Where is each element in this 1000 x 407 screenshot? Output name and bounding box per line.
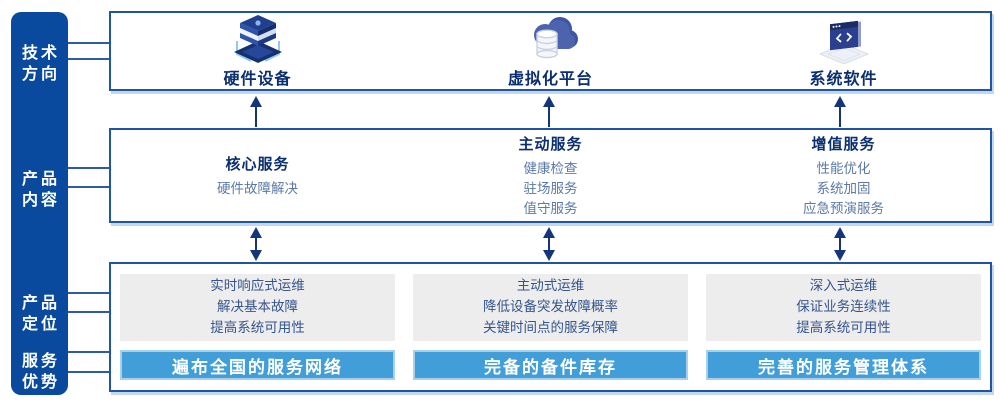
connector-line xyxy=(68,292,109,294)
positioning-panel: 实时响应式运维 解决基本故障 提高系统可用性 xyxy=(120,274,395,341)
positioning-column-indepth: 深入式运维 保证业务连续性 提高系统可用性 完善的服务管理体系 xyxy=(706,274,981,380)
rail-label-line: 内容 xyxy=(21,190,60,209)
connector-line xyxy=(68,58,109,60)
positioning-line: 解决基本故障 xyxy=(217,299,298,315)
up-arrow xyxy=(249,96,263,127)
connector-line xyxy=(68,42,109,44)
service-column-header: 增值服务 xyxy=(811,134,876,153)
service-item: 值守服务 xyxy=(523,200,578,217)
rail-label-line: 方向 xyxy=(21,64,60,83)
tech-item-label: 系统软件 xyxy=(809,68,878,88)
service-column-header: 主动服务 xyxy=(518,134,583,153)
rail-label-line: 优势 xyxy=(21,372,60,391)
tech-item-label: 虚拟化平台 xyxy=(507,68,593,88)
positioning-line: 关键时间点的服务保障 xyxy=(483,320,618,336)
positioning-panel: 主动式运维 降低设备突发故障概率 关键时间点的服务保障 xyxy=(413,274,688,341)
service-column-value-added: 增值服务 性能优化 系统加固 应急预演服务 xyxy=(697,130,990,221)
connector-line xyxy=(68,186,109,188)
rail-label-line: 技术 xyxy=(21,43,60,62)
service-item: 驻场服务 xyxy=(523,180,578,197)
code-window-icon xyxy=(818,20,869,64)
positioning-line: 降低设备突发故障概率 xyxy=(483,299,618,315)
connector-line xyxy=(68,371,109,373)
positioning-column-realtime: 实时响应式运维 解决基本故障 提高系统可用性 遍布全国的服务网络 xyxy=(120,274,395,380)
connector-line xyxy=(68,167,109,169)
double-arrow xyxy=(833,227,847,261)
positioning-line: 提高系统可用性 xyxy=(796,320,891,336)
rail-label-line: 定位 xyxy=(21,314,60,333)
service-column-header: 核心服务 xyxy=(225,154,290,173)
service-column-core: 核心服务 硬件故障解决 xyxy=(111,130,404,221)
service-item: 应急预演服务 xyxy=(803,200,884,217)
service-item: 健康检查 xyxy=(523,160,578,177)
rail-label-service-advantage: 服务 优势 xyxy=(11,350,68,392)
positioning-column-proactive: 主动式运维 降低设备突发故障概率 关键时间点的服务保障 完备的备件库存 xyxy=(413,274,688,380)
up-arrow xyxy=(542,96,556,127)
positioning-panel: 深入式运维 保证业务连续性 提高系统可用性 xyxy=(706,274,981,341)
connector-line xyxy=(68,351,109,353)
rail-label-product-content: 产品 内容 xyxy=(11,168,68,210)
positioning-line: 提高系统可用性 xyxy=(210,320,305,336)
positioning-line: 实时响应式运维 xyxy=(210,278,305,294)
category-rail: 技术 方向 产品 内容 产品 定位 服务 优势 xyxy=(11,12,68,395)
connector-line xyxy=(68,311,109,313)
product-content-box: 核心服务 硬件故障解决 主动服务 健康检查 驻场服务 值守服务 增值服务 性能优… xyxy=(109,128,992,223)
server-stack-icon xyxy=(233,14,282,63)
service-item: 硬件故障解决 xyxy=(217,180,298,197)
advantage-banner: 完备的备件库存 xyxy=(413,350,688,380)
service-item: 系统加固 xyxy=(816,180,871,197)
rail-label-line: 服务 xyxy=(21,351,60,370)
rail-label-product-positioning: 产品 定位 xyxy=(11,292,68,334)
tech-direction-box: 硬件设备 虚拟化平台 xyxy=(109,11,992,91)
positioning-line: 深入式运维 xyxy=(809,278,878,294)
positioning-line: 主动式运维 xyxy=(516,278,585,294)
tech-item-hardware: 硬件设备 xyxy=(111,13,404,89)
cloud-database-icon xyxy=(533,16,578,58)
service-column-proactive: 主动服务 健康检查 驻场服务 值守服务 xyxy=(404,130,697,221)
tech-item-label: 硬件设备 xyxy=(223,68,292,88)
positioning-advantage-box: 实时响应式运维 解决基本故障 提高系统可用性 遍布全国的服务网络 主动式运维 降… xyxy=(109,262,992,392)
rail-label-line: 产品 xyxy=(21,293,60,312)
positioning-line: 保证业务连续性 xyxy=(796,299,891,315)
service-item: 性能优化 xyxy=(816,160,871,177)
up-arrow xyxy=(833,96,847,127)
rail-label-line: 产品 xyxy=(21,169,60,188)
double-arrow xyxy=(249,227,263,261)
double-arrow xyxy=(542,227,556,261)
tech-item-virtualization: 虚拟化平台 xyxy=(404,13,697,89)
advantage-banner: 遍布全国的服务网络 xyxy=(120,350,395,380)
tech-item-system-software: 系统软件 xyxy=(697,13,990,89)
rail-label-tech-direction: 技术 方向 xyxy=(11,42,68,84)
advantage-banner: 完善的服务管理体系 xyxy=(706,350,981,380)
